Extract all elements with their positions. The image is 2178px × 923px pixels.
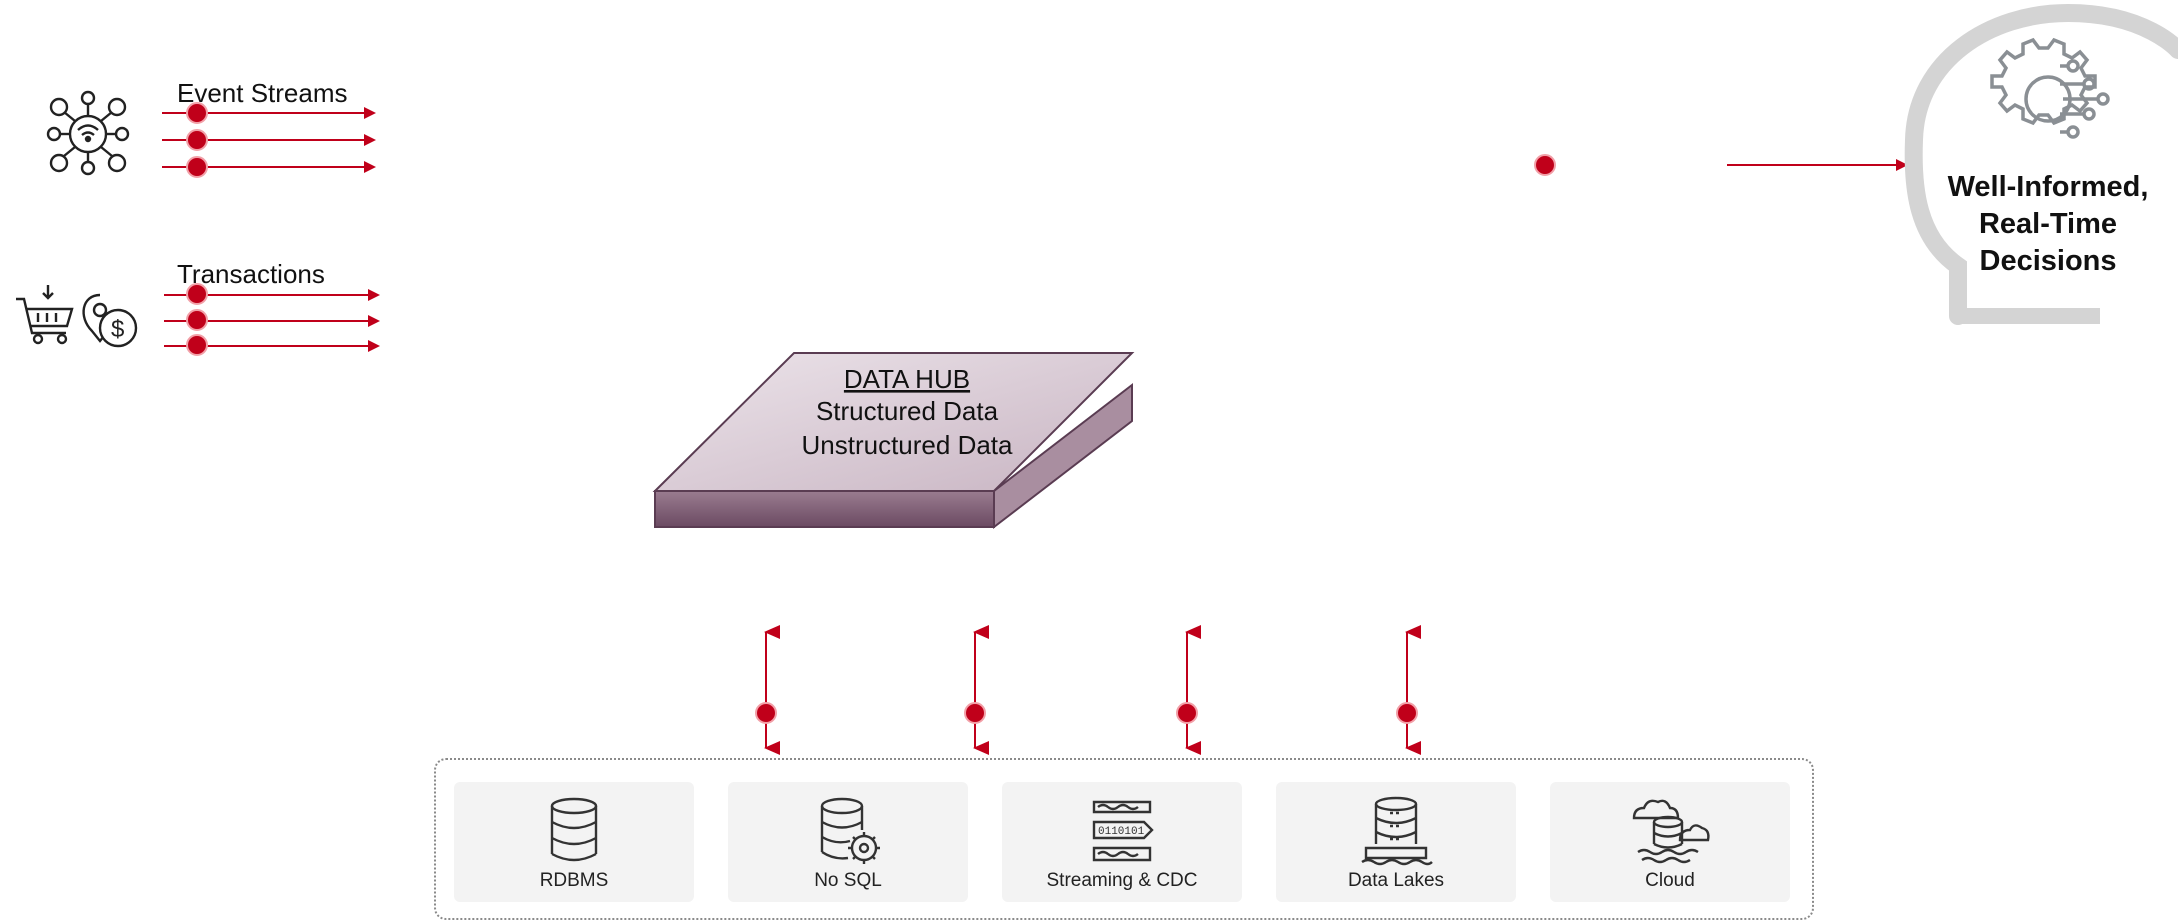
output-dot bbox=[1534, 154, 1556, 176]
head-silhouette bbox=[1904, 3, 2178, 325]
data-lake-icon bbox=[1361, 796, 1433, 866]
transaction-dots bbox=[186, 283, 208, 356]
decision-head: Well-Informed, Real-Time Decisions bbox=[1904, 3, 2178, 325]
data-hub-top bbox=[652, 352, 1135, 492]
database-icon bbox=[550, 797, 598, 862]
shopping-cart-icon bbox=[16, 285, 74, 345]
decision-line-2: Real-Time bbox=[1979, 208, 2117, 240]
network-hub-icon bbox=[46, 90, 130, 176]
source-label-datalakes: Data Lakes bbox=[1347, 870, 1445, 891]
data-hub-front bbox=[654, 490, 995, 528]
event-streams-group: Event Streams bbox=[46, 78, 376, 178]
source-card-datalakes: Data Lakes bbox=[1276, 782, 1516, 902]
hub-source-connectors bbox=[764, 625, 1421, 755]
source-card-nosql: No SQL bbox=[728, 782, 968, 902]
transactions-group: $ Transactions bbox=[16, 259, 380, 356]
cloud-database-icon bbox=[1632, 799, 1710, 864]
event-stream-dots bbox=[186, 102, 208, 178]
source-label-cloud: Cloud bbox=[1645, 870, 1695, 891]
decision-line-3: Decisions bbox=[1980, 245, 2117, 277]
data-hub-structured: Structured Data bbox=[816, 396, 999, 426]
source-label-rdbms: RDBMS bbox=[539, 870, 609, 891]
svg-text:$: $ bbox=[111, 316, 124, 343]
transactions-label: Transactions bbox=[177, 259, 325, 289]
source-card-cloud: Cloud bbox=[1550, 782, 1790, 902]
data-hub-unstructured: Unstructured Data bbox=[802, 430, 1014, 460]
source-card-rdbms: RDBMS bbox=[454, 782, 694, 902]
svg-text:0110101: 0110101 bbox=[1098, 826, 1145, 838]
database-gear-icon bbox=[820, 797, 880, 864]
ai-gear-brain-icon bbox=[1990, 37, 2110, 139]
location-dollar-icon: $ bbox=[82, 293, 138, 348]
source-card-streaming: 0110101 Streaming & CDC bbox=[1002, 782, 1242, 902]
event-streams-label: Event Streams bbox=[177, 78, 348, 108]
source-label-streaming: Streaming & CDC bbox=[1046, 870, 1198, 891]
source-label-nosql: No SQL bbox=[814, 870, 882, 891]
output-flow bbox=[1534, 154, 1908, 176]
binary-stream-icon: 0110101 bbox=[1092, 800, 1154, 862]
data-sources-panel: RDBMS No SQL 0110101 Stre bbox=[434, 758, 1814, 920]
decision-line-1: Well-Informed, bbox=[1948, 171, 2149, 203]
connector-dots bbox=[755, 702, 1418, 724]
data-hub: DATA HUB Structured Data Unstructured Da… bbox=[652, 352, 1135, 530]
data-hub-title: DATA HUB bbox=[844, 364, 970, 394]
